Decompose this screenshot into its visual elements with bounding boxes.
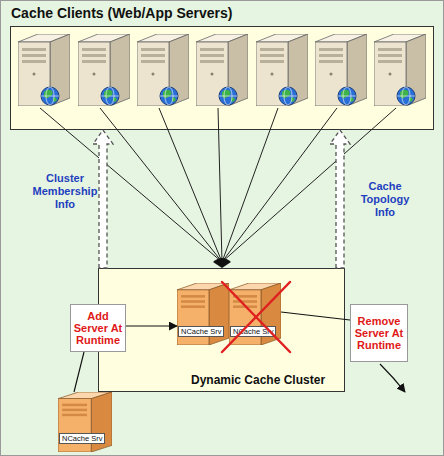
client-wire <box>159 108 222 262</box>
edge-label: Cluster Membership Info <box>30 172 100 211</box>
remove-out-arrow <box>380 364 405 392</box>
server-shape <box>58 392 112 452</box>
connector-line <box>74 352 84 392</box>
server-label: NCache Srv <box>178 326 224 337</box>
group-heading: Cache Clients (Web/App Servers) <box>11 5 232 21</box>
client-wire <box>218 108 222 262</box>
action-box: Remove Server At Runtime <box>350 304 408 362</box>
server-shape <box>177 283 229 345</box>
server-shape <box>229 283 281 345</box>
client-wire <box>100 108 222 262</box>
clients-group-box: Cache Clients (Web/App Servers) <box>10 26 434 130</box>
connectors <box>74 130 350 392</box>
server-label: NCache Srv <box>59 433 105 444</box>
server-label: NCache Srv <box>230 326 276 337</box>
cache-server: NCache Srv <box>58 392 112 452</box>
group-label: Dynamic Cache Cluster <box>191 373 341 387</box>
cache-server: NCache Srv <box>177 283 229 345</box>
client-wire <box>222 108 337 262</box>
wire-hub <box>213 258 231 268</box>
action-box: Add Server At Runtime <box>70 304 126 352</box>
action-text: Add Server At Runtime <box>71 310 125 346</box>
info-flow-arrow <box>93 130 113 268</box>
cluster-group-box: Dynamic Cache Cluster NCache Srv NCache Sr… <box>98 268 345 392</box>
cache-server: NCache Srv <box>229 283 281 345</box>
action-text: Remove Server At Runtime <box>351 315 407 351</box>
info-flow-arrow <box>330 130 350 268</box>
edge-label: Cache Topology Info <box>350 180 420 219</box>
client-wire <box>222 108 278 262</box>
